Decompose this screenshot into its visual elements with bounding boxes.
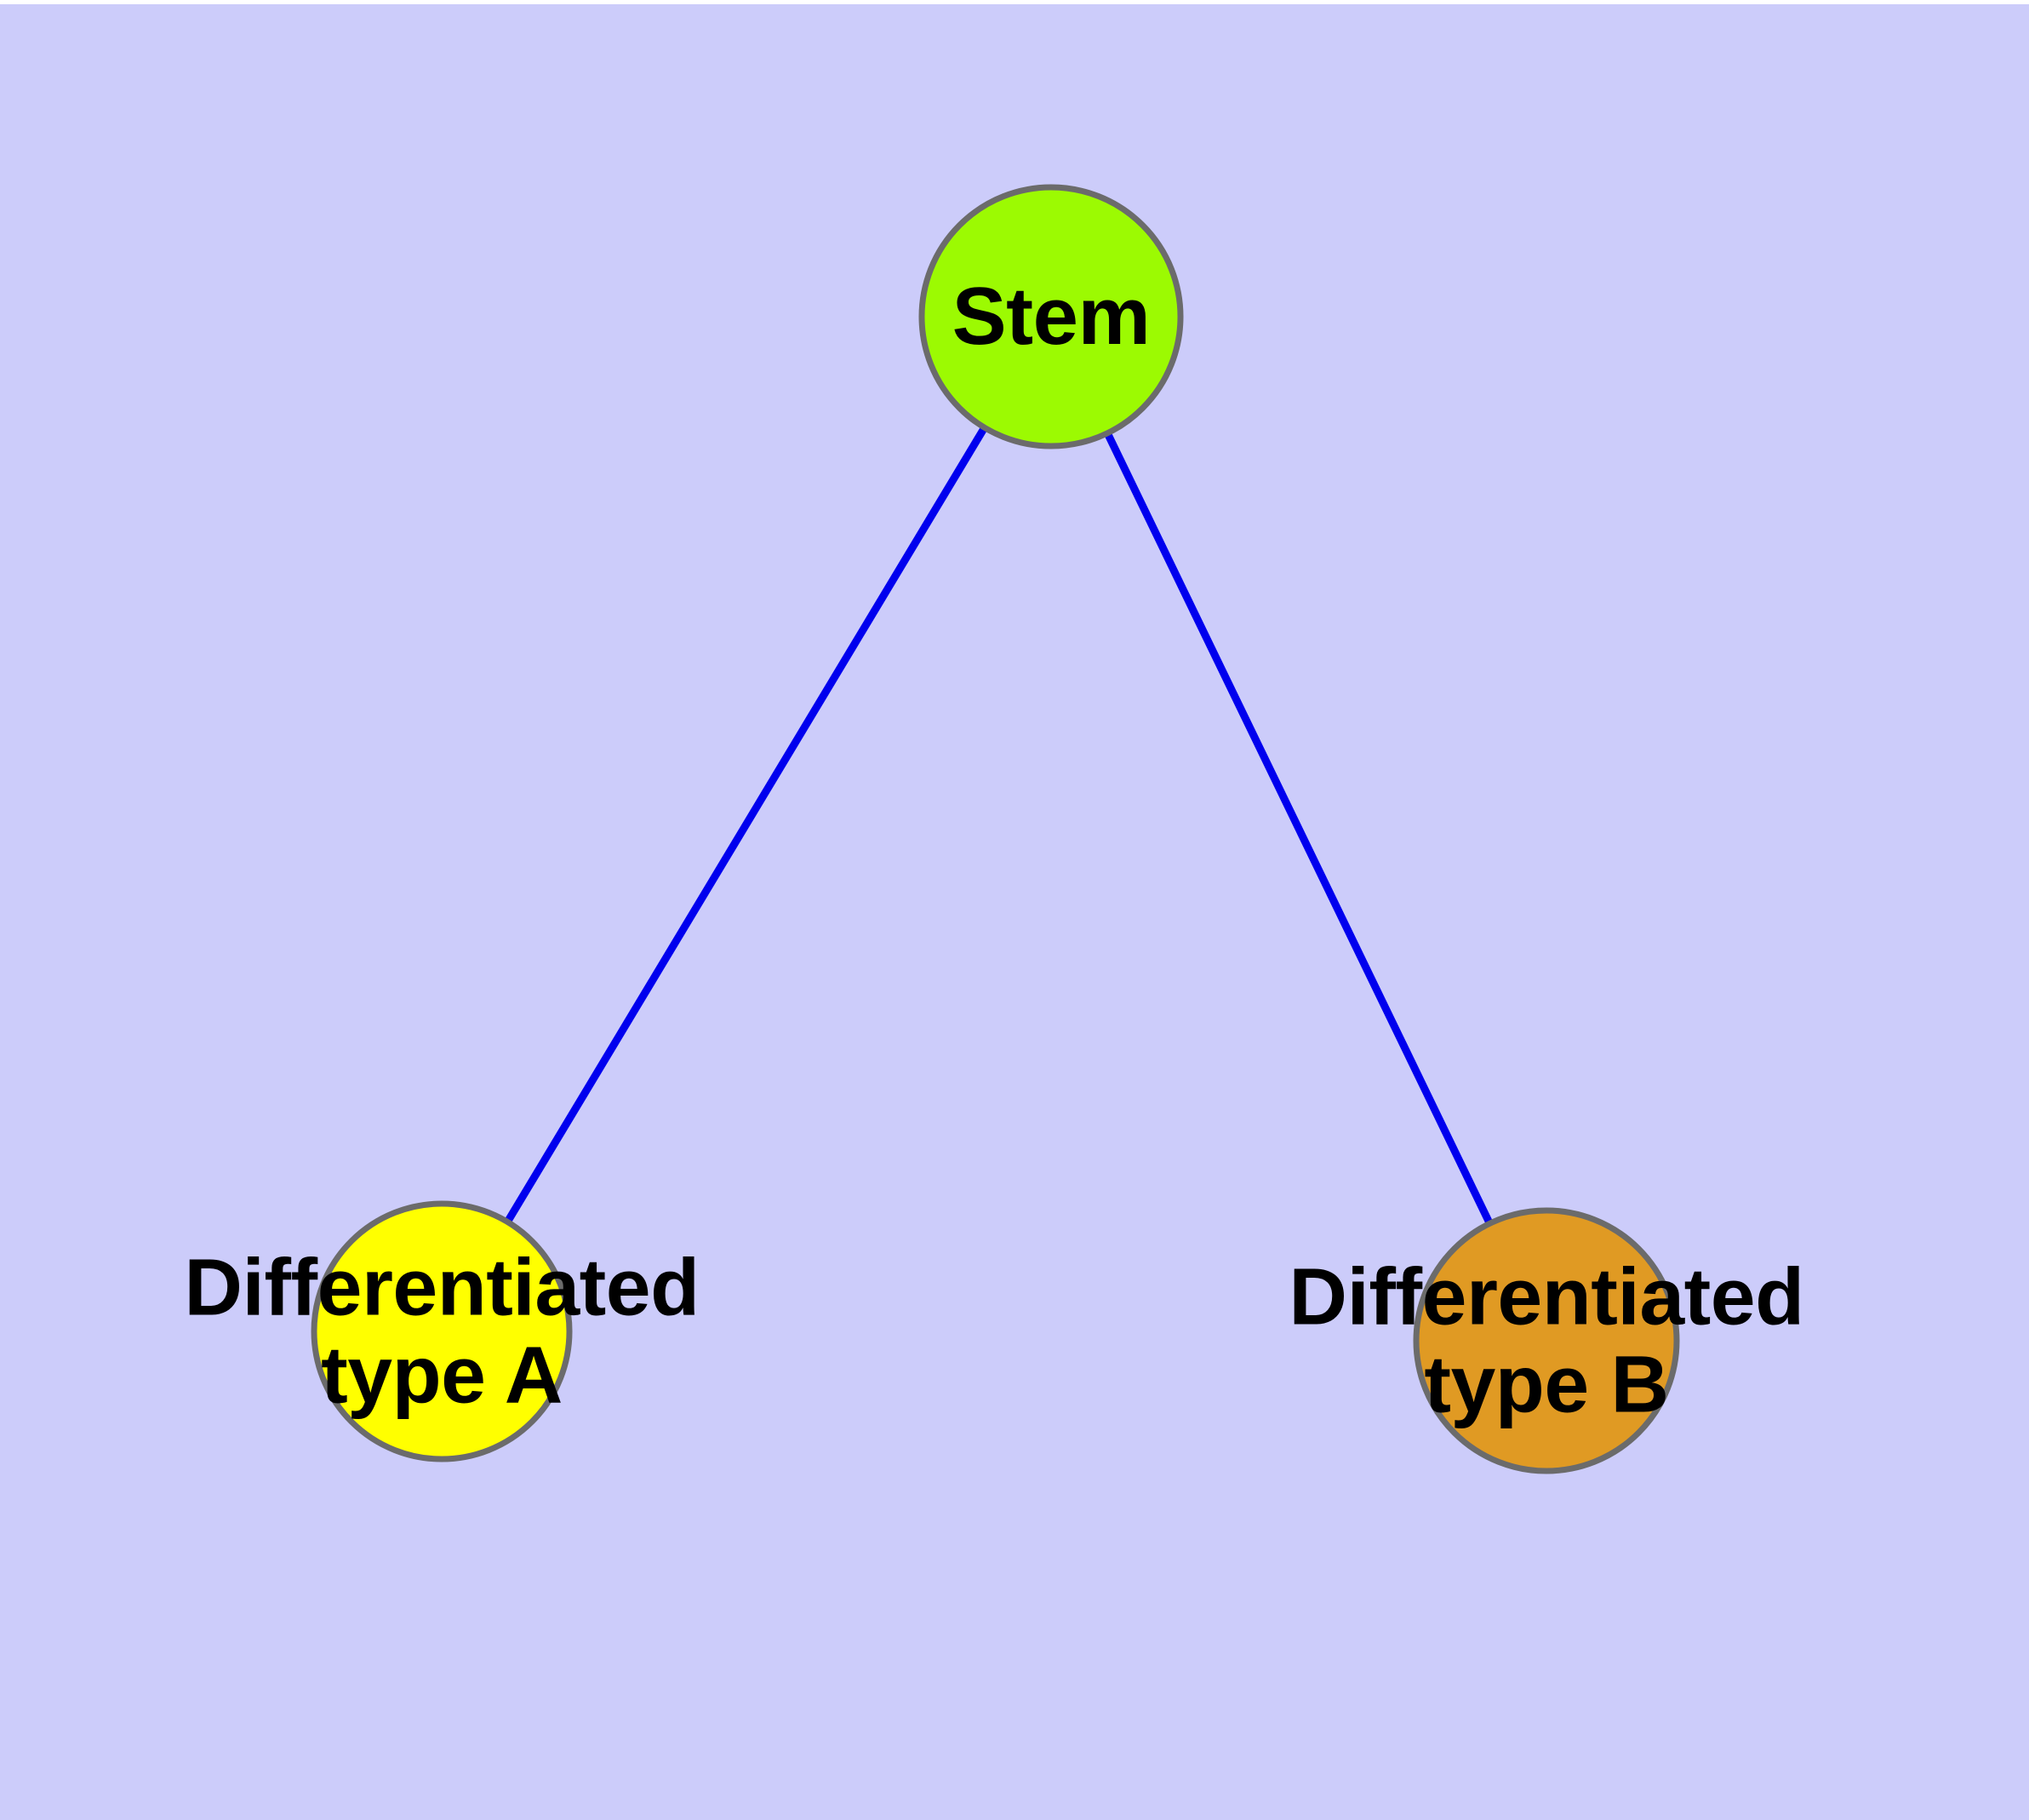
node-differentiated-type-a[interactable]	[311, 1200, 573, 1462]
edge-layer	[505, 426, 1493, 1224]
edge-stem-to-differentiated-type-a[interactable]	[505, 426, 987, 1223]
node-layer	[311, 184, 1680, 1474]
node-differentiated-type-b[interactable]	[1413, 1207, 1680, 1474]
edge-stem-to-differentiated-type-b[interactable]	[1105, 432, 1493, 1224]
node-stem[interactable]	[918, 184, 1184, 449]
